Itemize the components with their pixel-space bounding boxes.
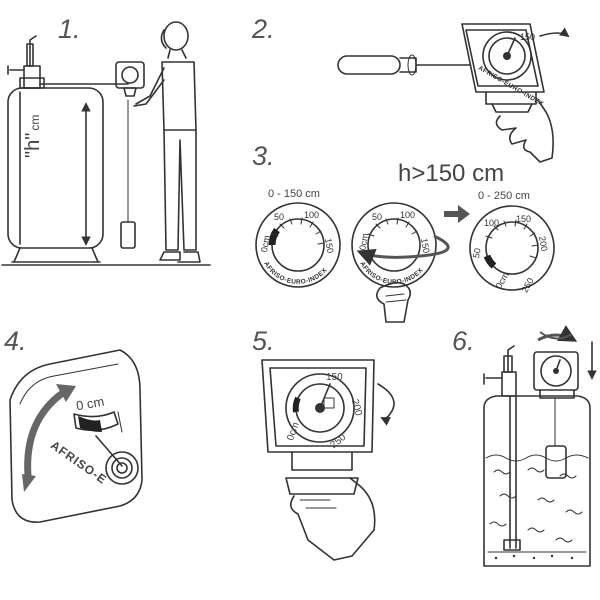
svg-text:150: 150 bbox=[520, 32, 535, 42]
rotate-arrow-3 bbox=[356, 234, 450, 266]
dial-small-range: 0cm 50 100 150 AFRISO-EURO-INDEX bbox=[255, 202, 341, 288]
dial-a-tick-150: 150 bbox=[323, 237, 335, 254]
svg-text:100: 100 bbox=[400, 210, 415, 220]
screwdriver bbox=[337, 54, 471, 76]
dial-c-tick-50: 50 bbox=[471, 247, 483, 259]
height-label: "h"cm bbox=[22, 115, 45, 158]
panel-3: 0cm 50 100 150 AFRISO-EURO-INDEX 0cm 50 … bbox=[255, 202, 555, 323]
rotation-arrow-4 bbox=[24, 389, 67, 477]
valve-1 bbox=[7, 35, 45, 89]
gauge-6 bbox=[533, 351, 579, 479]
needle-4 bbox=[95, 435, 123, 467]
step-number-1: 1. bbox=[58, 14, 81, 44]
svg-text:0cm: 0cm bbox=[357, 232, 370, 250]
valve-6 bbox=[483, 345, 521, 551]
rotation-arrow-5 bbox=[377, 383, 395, 426]
step-number-2: 2. bbox=[252, 14, 275, 44]
float-6 bbox=[545, 445, 567, 479]
hand-3 bbox=[376, 281, 412, 323]
dial-c-tick-200: 200 bbox=[537, 235, 549, 252]
panel-2: 150 AFRISO-EURO-INDEX bbox=[337, 23, 570, 163]
dial-a-tick-0: 0cm bbox=[259, 234, 272, 252]
threshold-label: h>150 cm bbox=[398, 160, 505, 187]
float-weight bbox=[120, 221, 136, 249]
tank-6 bbox=[483, 395, 591, 567]
panel-6 bbox=[483, 325, 597, 567]
step-number-6: 6. bbox=[452, 326, 475, 356]
svg-text:150: 150 bbox=[419, 237, 431, 254]
rotation-arrow-2 bbox=[539, 27, 570, 38]
gauge-closeup bbox=[9, 349, 143, 523]
dial-c-tick-100: 100 bbox=[484, 218, 499, 228]
transition-arrow bbox=[444, 205, 470, 223]
gauge-1 bbox=[115, 61, 145, 97]
gauge-2: 150 AFRISO-EURO-INDEX bbox=[461, 23, 545, 113]
hand-2 bbox=[495, 99, 554, 163]
svg-text:50: 50 bbox=[372, 212, 382, 222]
height-symbol: "h" bbox=[22, 132, 44, 158]
dial-large-range: 0cm 50 100 150 200 250 bbox=[469, 205, 555, 294]
step-number-4: 4. bbox=[4, 326, 27, 356]
dial-rotating: 0cm 50 100 150 AFRISO-EURO-INDEX bbox=[351, 202, 450, 323]
range-large-label: 0 - 250 cm bbox=[478, 190, 530, 202]
height-unit: cm bbox=[28, 114, 42, 131]
person-figure bbox=[133, 21, 201, 263]
dial-c-tick-150: 150 bbox=[516, 214, 531, 224]
panel-1 bbox=[1, 21, 211, 266]
dial-a-tick-100: 100 bbox=[304, 210, 319, 220]
step-number-5: 5. bbox=[252, 326, 275, 356]
panel-4 bbox=[9, 349, 143, 523]
panel-5 bbox=[261, 359, 395, 561]
tank-1 bbox=[7, 87, 104, 249]
range-small-label: 0 - 150 cm bbox=[268, 188, 320, 200]
rotate-arrow-6 bbox=[537, 325, 578, 342]
hand-5 bbox=[290, 477, 376, 561]
step-number-3: 3. bbox=[252, 141, 275, 171]
dial-c-tick-250: 250 bbox=[520, 276, 536, 294]
gauge-5 bbox=[261, 359, 375, 495]
dial-a-tick-50: 50 bbox=[274, 212, 284, 222]
p5-tick-150: 150 bbox=[326, 372, 343, 383]
